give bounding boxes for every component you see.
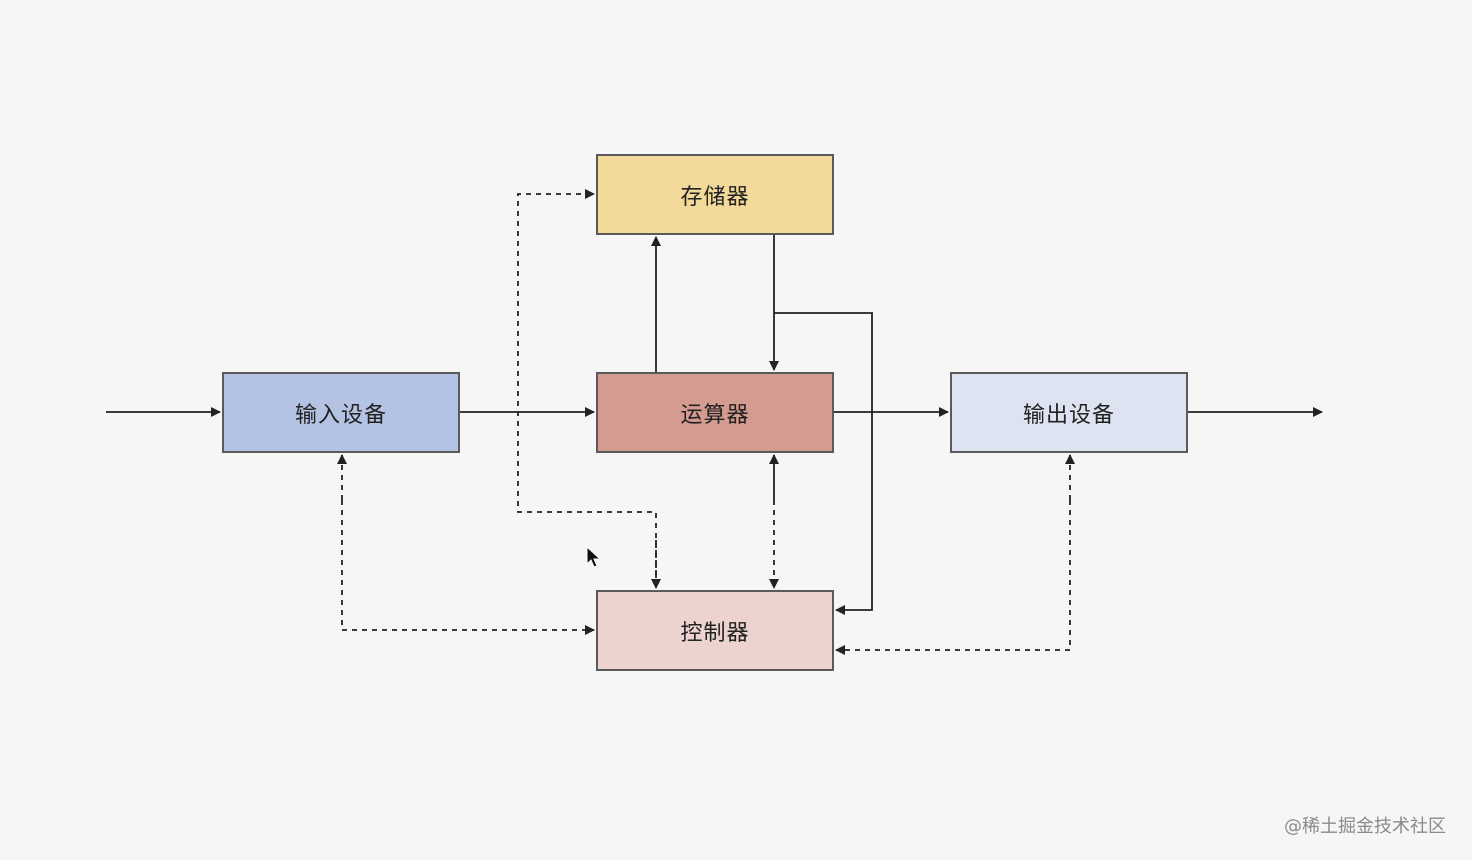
- control-unit-node: 控制器: [596, 590, 834, 671]
- mouse-cursor-icon: [586, 546, 602, 568]
- storage-label: 存储器: [680, 184, 750, 210]
- alu-node: 运算器: [596, 372, 834, 453]
- input-device-label: 输入设备: [294, 402, 387, 428]
- dashed-control-to-storage: [517, 189, 657, 588]
- alu-label: 运算器: [680, 402, 750, 428]
- source-credit: @稀土掘金技术社区: [1284, 816, 1446, 837]
- output-device-node: 输出设备: [950, 372, 1188, 453]
- dashed-output-control-to-control: [835, 500, 1071, 655]
- input-device-node: 输入设备: [222, 372, 460, 453]
- arrow-storage-to-control: [774, 312, 873, 615]
- control-unit-label: 控制器: [680, 620, 750, 646]
- storage-node: 存储器: [596, 154, 834, 235]
- dashed-input-control-to-control: [341, 500, 595, 635]
- output-device-label: 输出设备: [1022, 402, 1115, 428]
